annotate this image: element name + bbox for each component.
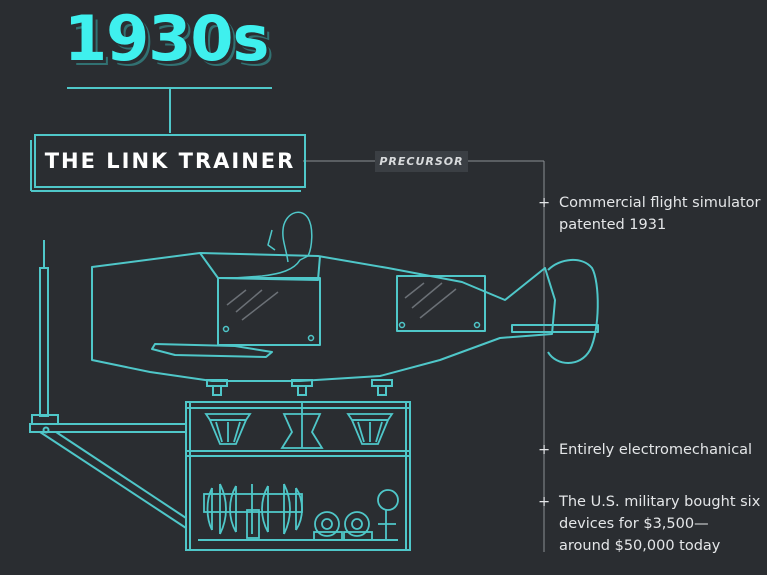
fact-text: The U.S. military bought six devices for… <box>559 494 761 554</box>
plus-icon: + <box>538 442 551 458</box>
pilot-silhouette <box>233 211 313 279</box>
window-glare <box>226 282 457 321</box>
plus-icon: + <box>538 494 551 510</box>
trainer-airplane <box>91 211 599 382</box>
mounts <box>206 379 393 396</box>
bellows <box>204 402 394 449</box>
cockpit-window <box>217 277 321 346</box>
fuselage <box>91 252 556 382</box>
fact-item-military: + The U.S. military bought six devices f… <box>538 491 763 557</box>
side-window <box>396 275 486 332</box>
fact-item-patent: + Commercial flight simulator patented 1… <box>538 192 763 236</box>
mast-support <box>29 240 187 529</box>
fact-item-electromechanical: + Entirely electromechanical <box>538 439 763 461</box>
connector-lines <box>303 160 545 552</box>
fact-text: Commercial flight simulator patented 193… <box>559 195 761 233</box>
decade-heading: 1930s <box>64 2 269 75</box>
page-title: THE LINK TRAINER <box>44 149 296 173</box>
motor-assembly <box>203 483 399 541</box>
tail-fin <box>547 259 599 364</box>
decade-connector <box>67 87 272 133</box>
plus-icon: + <box>538 195 551 211</box>
title-frame <box>30 134 306 192</box>
stabilizer <box>511 324 599 333</box>
fact-text: Entirely electromechanical <box>559 442 753 458</box>
precursor-tag: PRECURSOR <box>375 151 468 172</box>
window-bolts <box>222 321 481 342</box>
